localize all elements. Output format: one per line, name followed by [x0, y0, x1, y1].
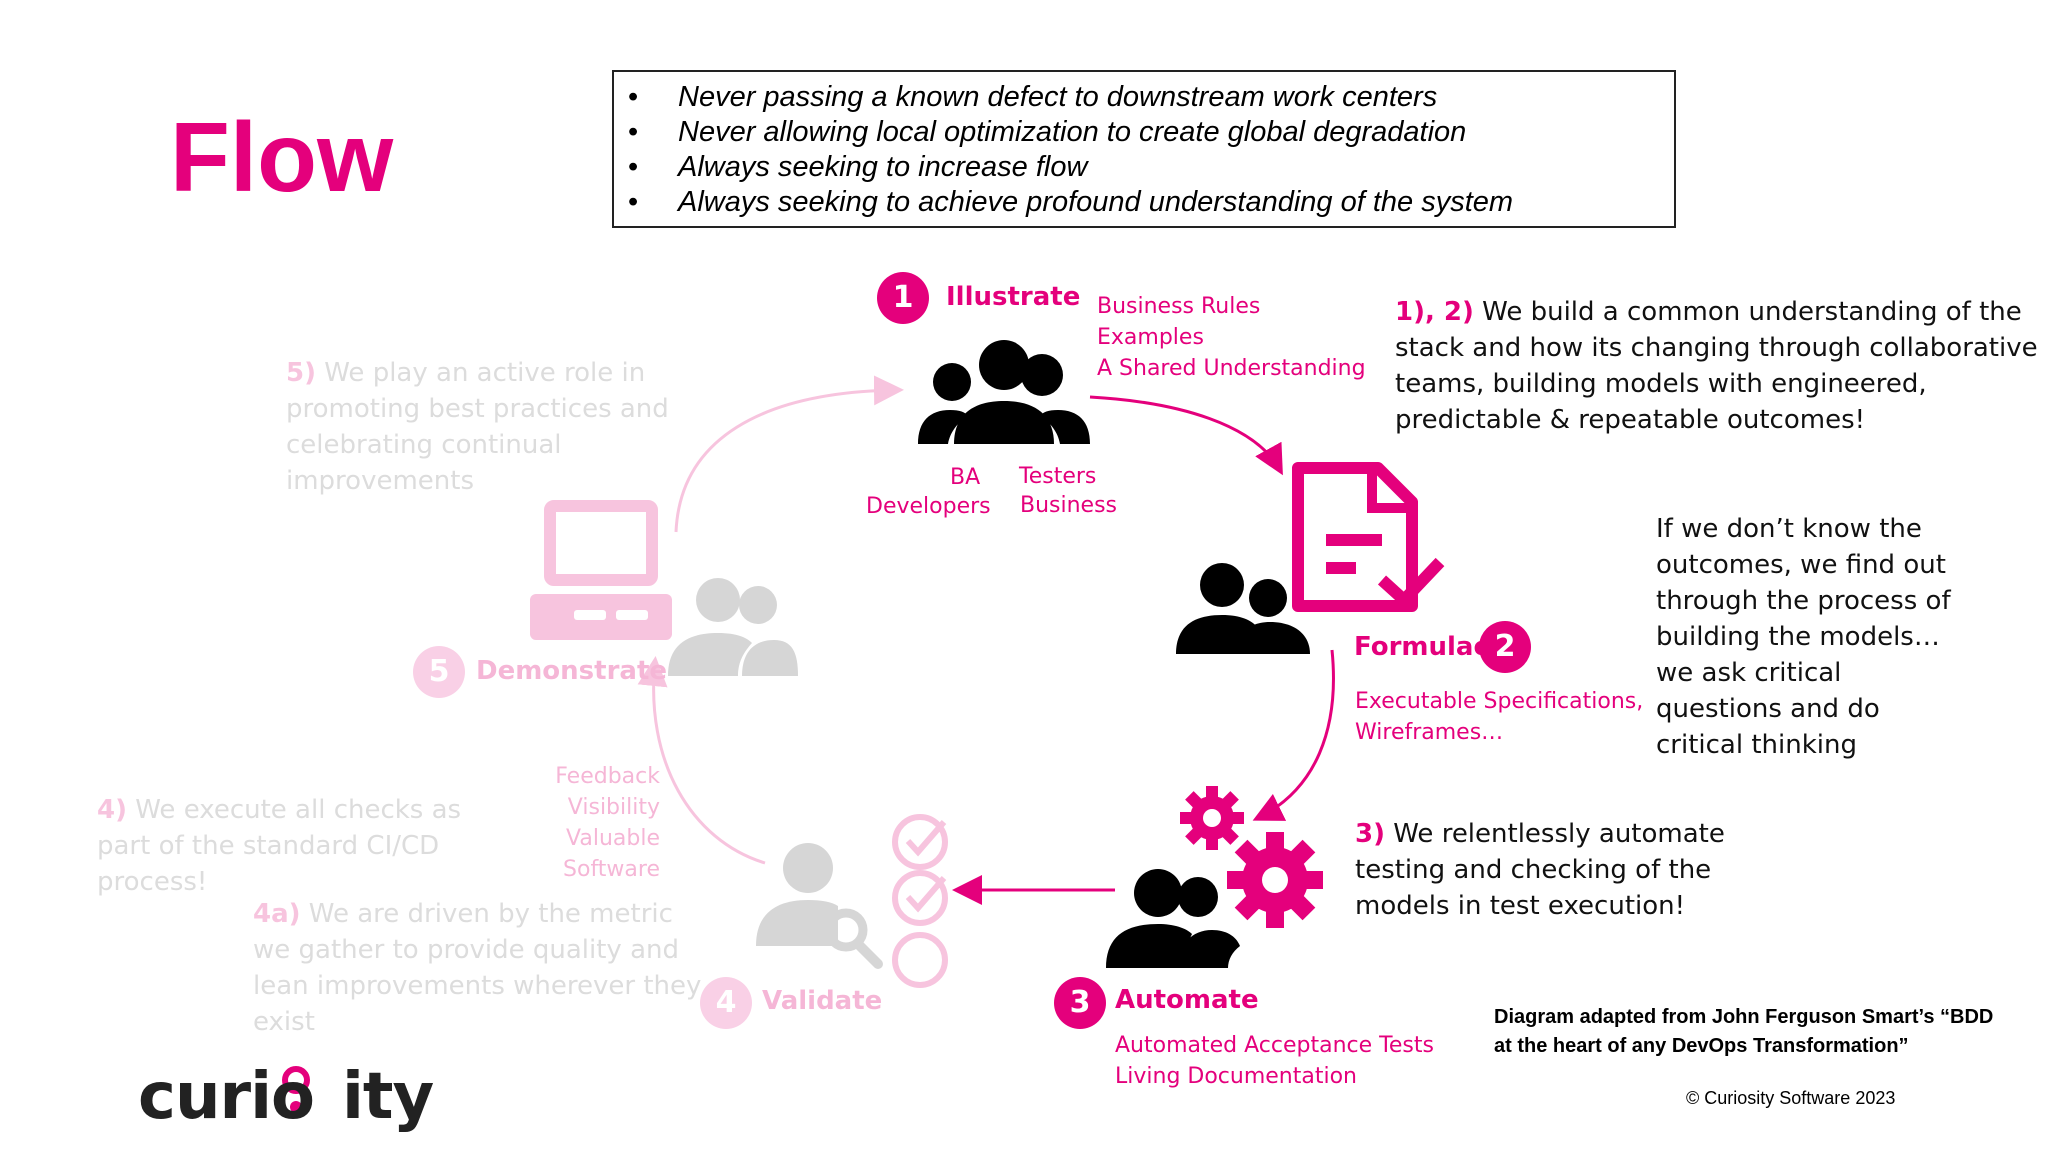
note-prefix: 5)	[286, 358, 316, 388]
output-item: Examples	[1097, 325, 1204, 350]
group-icon	[1106, 869, 1240, 968]
group-icon	[668, 578, 798, 676]
note-line: questions and do	[1656, 694, 1880, 724]
formulae-outputs: Executable Specifications, Wireframes…	[1355, 686, 1643, 748]
note-line: We are driven by the metric	[300, 899, 673, 929]
note-line: stack and how its changing through colla…	[1395, 333, 2038, 363]
arrow-demonstrate-to-illustrate	[674, 375, 904, 533]
step-4-number: 4	[700, 977, 752, 1029]
step-2-number: 2	[1479, 621, 1531, 673]
note-line: predictable & repeatable outcomes!	[1395, 405, 1866, 435]
note-line: models in test execution!	[1355, 891, 1686, 921]
step-1-number: 1	[877, 272, 929, 324]
arrow-illustrate-to-formulae	[1089, 395, 1283, 476]
principles-box: Never passing a known defect to downstre…	[612, 70, 1676, 228]
output-item: Feedback	[555, 764, 660, 789]
principle-item: Always seeking to achieve profound under…	[614, 185, 1674, 220]
gear-icon	[1180, 786, 1244, 850]
note-line: celebrating continual	[286, 430, 562, 460]
user-search-icon	[756, 843, 838, 946]
note-line: we gather to provide quality and	[253, 935, 679, 965]
note-3: 3) We relentlessly automate testing and …	[1355, 816, 1725, 924]
note-4a: 4a) We are driven by the metric we gathe…	[253, 896, 701, 1040]
step-demonstrate-label: Demonstrate	[476, 656, 668, 686]
output-item: Living Documentation	[1115, 1064, 1357, 1089]
role-testers: Testers	[1019, 464, 1097, 489]
note-line: We execute all checks as	[126, 795, 462, 825]
output-item: Visibility	[567, 795, 660, 820]
page-title: Flow	[170, 102, 394, 212]
note-line: through the process of	[1656, 586, 1951, 616]
note-line: improvements	[286, 466, 475, 496]
note-prefix: 4)	[97, 795, 127, 825]
step-3-number: 3	[1054, 977, 1106, 1029]
step-validate-label: Validate	[762, 986, 883, 1016]
principles-list: Never passing a known defect to downstre…	[614, 80, 1674, 220]
automate-outputs: Automated Acceptance Tests Living Docume…	[1115, 1030, 1434, 1092]
principle-item: Always seeking to increase flow	[614, 150, 1674, 185]
arrow-validate-to-demonstrate	[637, 656, 766, 865]
step-automate-label: Automate	[1115, 985, 1259, 1015]
gear-icon	[1227, 832, 1323, 928]
output-item: Wireframes…	[1355, 720, 1504, 745]
note-line: we ask critical	[1656, 658, 1842, 688]
role-ba: BA	[950, 465, 981, 490]
note-line: We play an active role in	[315, 358, 646, 388]
copyright: © Curiosity Software 2023	[1686, 1088, 1896, 1108]
group-icon	[1176, 563, 1310, 654]
output-item: Business Rules	[1097, 294, 1261, 319]
checklist-icon	[892, 814, 948, 988]
note-line: exist	[253, 1007, 315, 1037]
note-5: 5) We play an active role in promoting b…	[286, 355, 669, 499]
note-line: critical thinking	[1656, 730, 1857, 760]
computer-icon	[530, 500, 672, 640]
step-formulae-label: Formulae	[1354, 632, 1492, 662]
note-4: 4) We execute all checks as part of the …	[97, 792, 461, 900]
note-line: We build a common understanding of the	[1473, 297, 2022, 327]
search-icon	[824, 908, 883, 969]
group-icon	[918, 340, 1090, 444]
note-line: building the models…	[1656, 622, 1940, 652]
note-1-2: 1), 2) We build a common understanding o…	[1395, 294, 2038, 438]
note-line: outcomes, we find out	[1656, 550, 1946, 580]
role-business: Business	[1020, 493, 1118, 518]
illustrate-outputs: Business Rules Examples A Shared Underst…	[1097, 291, 1366, 384]
note-line: teams, building models with engineered,	[1395, 369, 1927, 399]
note-red: If we don’t know the outcomes, we find o…	[1656, 511, 1951, 763]
note-prefix: 3)	[1355, 819, 1385, 849]
step-illustrate-label: Illustrate	[946, 282, 1081, 312]
diagram-credit: Diagram adapted from John Ferguson Smart…	[1494, 1003, 1993, 1061]
note-line: lean improvements wherever they	[253, 971, 702, 1001]
role-developers: Developers	[866, 494, 991, 519]
note-line: promoting best practices and	[286, 394, 669, 424]
principle-item: Never allowing local optimization to cre…	[614, 115, 1674, 150]
note-prefix: 4a)	[253, 899, 301, 929]
note-line: testing and checking of the	[1355, 855, 1712, 885]
step-5-number: 5	[413, 646, 465, 698]
credit-line: at the heart of any DevOps Transformatio…	[1494, 1035, 1909, 1057]
document-check-icon	[1292, 462, 1445, 612]
note-line: If we don’t know the	[1656, 514, 1922, 544]
output-item: Automated Acceptance Tests	[1115, 1033, 1434, 1058]
output-item: A Shared Understanding	[1097, 356, 1366, 381]
output-item: Valuable Software	[563, 826, 660, 882]
note-line: part of the standard CI/CD	[97, 831, 440, 861]
note-line: process!	[97, 867, 208, 897]
note-prefix: 1), 2)	[1395, 297, 1474, 327]
logo-text: ity	[341, 1060, 434, 1134]
curiosity-logo: curio ity	[138, 1060, 434, 1134]
output-item: Executable Specifications,	[1355, 689, 1644, 714]
arrow-formulae-to-automate	[1252, 649, 1335, 821]
note-line: We relentlessly automate	[1384, 819, 1725, 849]
principle-item: Never passing a known defect to downstre…	[614, 80, 1674, 115]
credit-line: Diagram adapted from John Ferguson Smart…	[1494, 1006, 1994, 1028]
validate-outputs: Feedback Visibility Valuable Software	[470, 761, 660, 885]
logo-text: curio	[138, 1060, 315, 1134]
logo-mark	[282, 1066, 310, 1113]
